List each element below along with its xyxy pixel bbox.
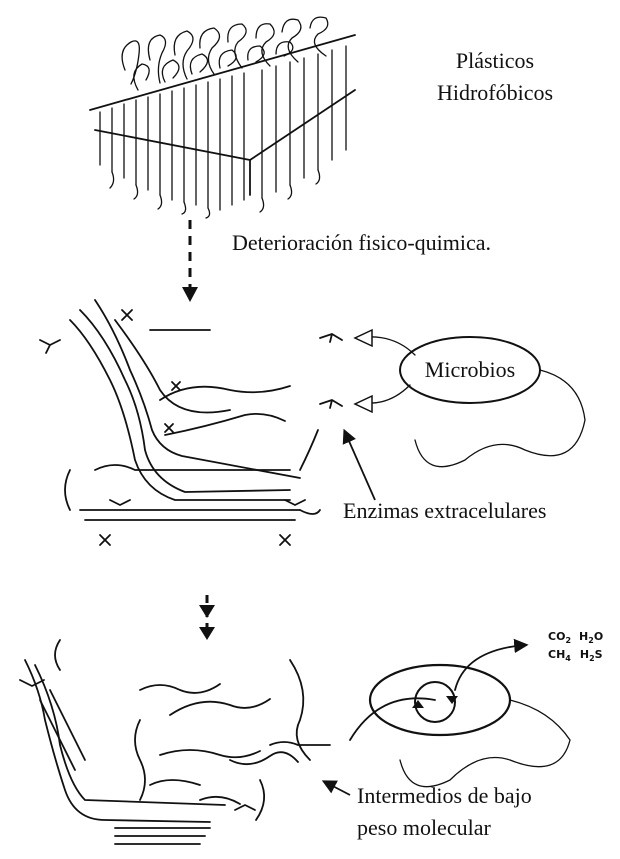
plastics-label-line2: Hidrofóbicos [437, 80, 553, 105]
svg-text:CH4H2S: CH4H2S [548, 648, 603, 663]
svg-text:CO2H2O: CO2H2O [548, 630, 603, 645]
fragment-strands [135, 660, 330, 820]
dashed-arrow-2 [199, 595, 215, 640]
degrading-polymer-illustration [40, 300, 342, 545]
microbes-label: Microbios [425, 357, 515, 382]
deterioration-label: Deterioración fisico-quimica. [232, 230, 491, 255]
intermediates-pointer-arrow [325, 782, 350, 795]
metabolic-products: CO2H2O CH4H2S [548, 630, 603, 663]
intermediates-label-line1: Intermedios de bajo [357, 783, 532, 808]
metabolizing-cell [350, 645, 570, 787]
intermediates-label-line2: peso molecular [357, 815, 491, 840]
dashed-arrow-1 [182, 220, 198, 302]
plastics-label-line1: Plásticos [456, 48, 534, 73]
enzymes-pointer-arrow [345, 432, 375, 500]
plastic-block-illustration [90, 17, 355, 218]
enzymes-label: Enzimas extracelulares [343, 498, 546, 523]
residual-polymer-illustration [20, 640, 255, 844]
